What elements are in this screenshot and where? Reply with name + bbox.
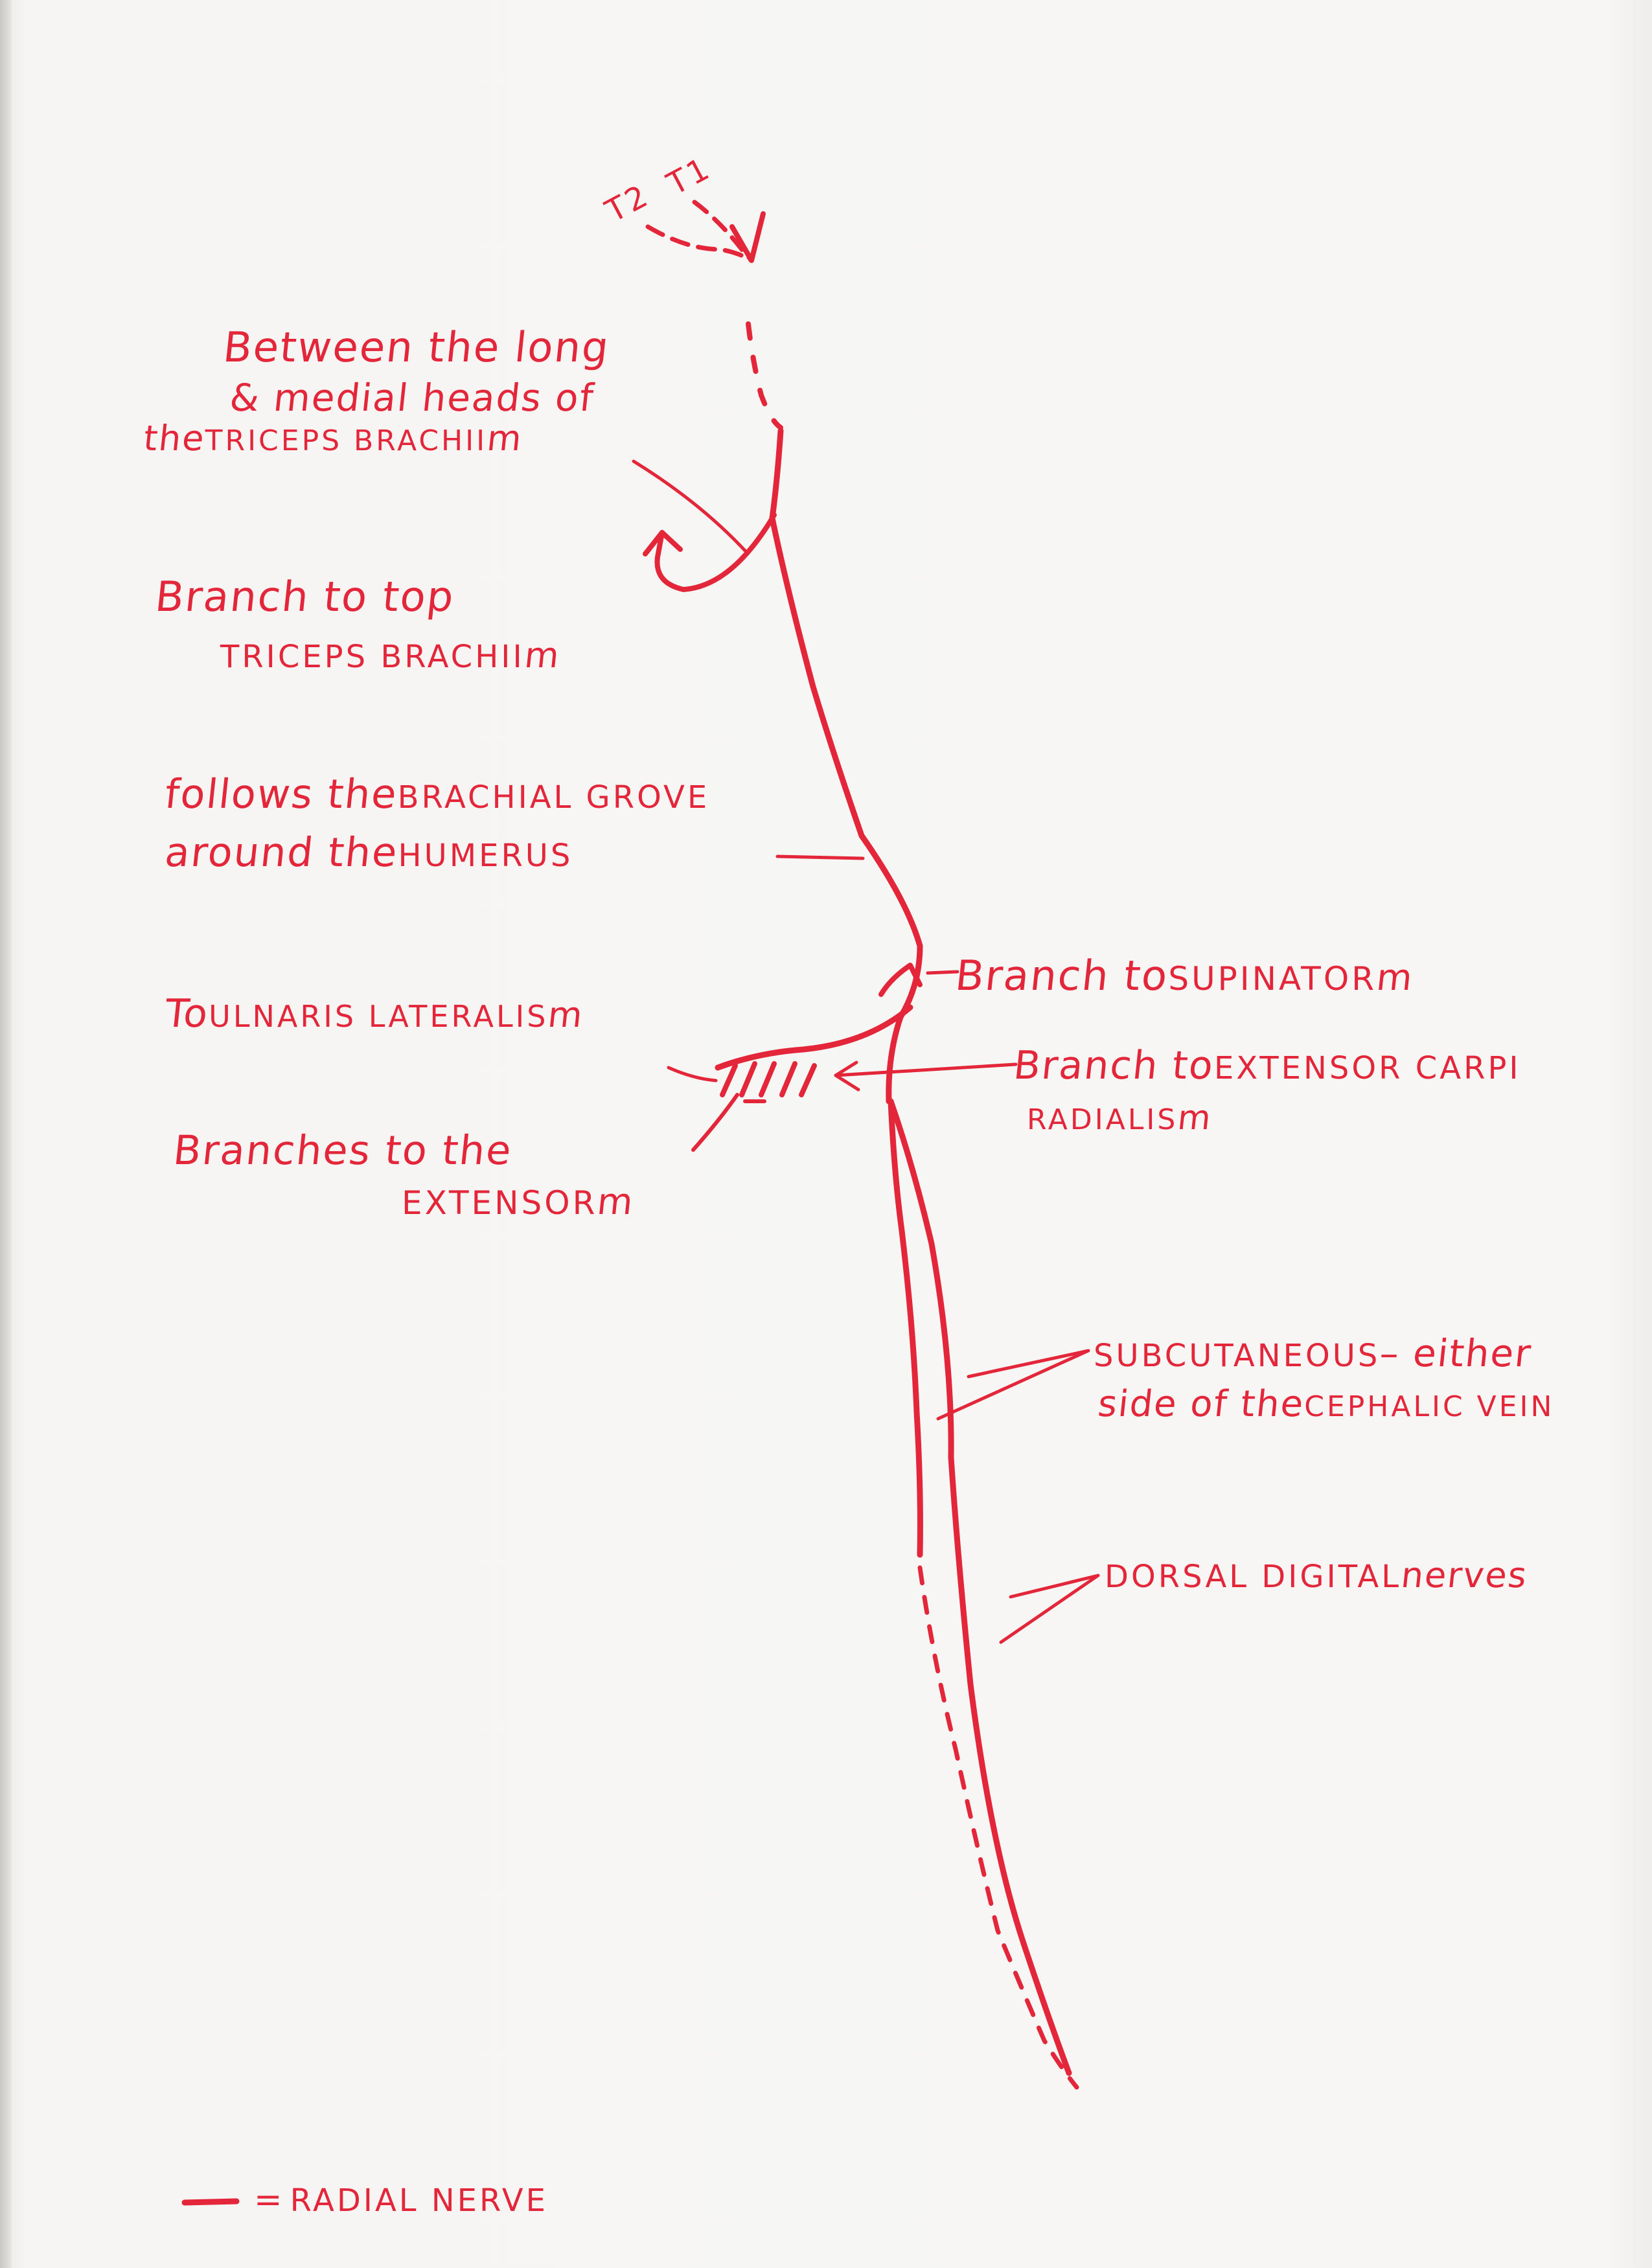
label-supinator: Branch to SUPINATOR m — [953, 952, 1416, 1000]
label-caps: EXTENSOR CARPI — [1213, 1050, 1521, 1086]
root-t2-dashed — [645, 224, 754, 263]
label-text: the — [141, 418, 207, 459]
label-suffix: m — [595, 1181, 637, 1223]
main-nerve-upper-dashed — [746, 321, 783, 430]
label-caps: SUBCUTANEOUS — [1094, 1338, 1381, 1374]
label-caps: SUPINATOR — [1168, 960, 1377, 998]
forearm-nerve-left — [888, 1098, 923, 1558]
label-extensor-carpi-line1: Branch to EXTENSOR CARPI — [1011, 1043, 1521, 1088]
label-caps: RADIALIS — [1027, 1103, 1178, 1136]
label-text: Branch to — [1011, 1043, 1217, 1088]
label-ulnaris: To ULNARIS LATERALIS m — [163, 991, 586, 1037]
label-caps: ULNARIS LATERALIS — [209, 999, 549, 1034]
label-branch-triceps-line2: TRICEPS BRACHII m — [220, 635, 562, 676]
label-text: follows the — [163, 770, 400, 818]
label-dorsal-digital: DORSAL DIGITAL nerves — [1105, 1555, 1530, 1596]
branch-triceps-curl — [654, 512, 777, 592]
branch-ulnaris — [715, 1004, 913, 1071]
label-text: Branch to — [953, 952, 1171, 1000]
label-caps: TRICEPS BRACHII — [220, 639, 525, 675]
leader-dorsal-digital — [999, 1574, 1100, 1644]
paper-edge-shadow — [0, 0, 12, 2268]
main-nerve-trunk — [769, 428, 923, 1105]
digital-nerve-dashed — [917, 1565, 1079, 2090]
leader-extensor-carpi — [834, 1062, 1018, 1077]
label-subcutaneous-line1: SUBCUTANEOUS – either — [1094, 1331, 1535, 1375]
legend-text: RADIAL NERVE — [290, 2182, 548, 2219]
label-triceps-heads-line2: & medial heads of — [227, 376, 597, 420]
leader-triceps-heads — [632, 459, 747, 553]
label-triceps-heads-line3: the TRICEPS BRACHII m — [141, 418, 525, 459]
muscle-hatching — [720, 1061, 817, 1097]
label-caps: EXTENSOR — [402, 1184, 598, 1222]
label-extensor-line1: Branches to the — [171, 1127, 515, 1174]
label-suffix: – either — [1377, 1331, 1535, 1375]
root-arrowhead — [729, 211, 766, 263]
label-caps: CEPHALIC VEIN — [1304, 1390, 1555, 1423]
root-t1-dashed — [692, 200, 754, 263]
label-brachial-groove-line2: around the HUMERUS — [163, 829, 573, 876]
leader-extensor-carpi-arrow — [834, 1060, 860, 1092]
branch-extensor-lines — [691, 1093, 766, 1152]
legend-equals: = — [254, 2181, 285, 2219]
label-branch-triceps-line1: Branch to top — [153, 573, 457, 621]
label-caps: TRICEPS BRACHII — [205, 424, 488, 457]
leader-supinator — [926, 970, 959, 975]
branch-triceps-arrowhead — [643, 530, 683, 556]
label-suffix: m — [546, 994, 586, 1035]
label-subcutaneous-line2: side of the CEPHALIC VEIN — [1096, 1383, 1555, 1425]
label-suffix: m — [522, 635, 562, 676]
label-extensor-line2: EXTENSOR m — [402, 1181, 637, 1223]
label-caps: DORSAL DIGITAL — [1105, 1559, 1401, 1595]
label-text: side of the — [1096, 1383, 1307, 1425]
leader-ulnaris — [667, 1066, 718, 1082]
leader-lines — [632, 459, 1100, 1644]
label-brachial-groove-line1: follows the BRACHIAL GROVE — [163, 770, 710, 818]
legend: =RADIAL NERVE — [254, 2183, 548, 2217]
forearm-nerve-right — [888, 1098, 1072, 2076]
label-text: To — [163, 991, 211, 1037]
branch-supinator — [878, 963, 923, 997]
label-extensor-carpi-line2: RADIALIS m — [1027, 1099, 1215, 1138]
label-suffix: m — [485, 418, 525, 459]
label-suffix: m — [1374, 957, 1416, 999]
label-triceps-heads-line1: Between the long — [221, 324, 612, 372]
legend-swatch-line — [181, 2198, 240, 2206]
label-text: around the — [163, 829, 401, 876]
leader-subcutaneous — [936, 1349, 1090, 1421]
label-suffix: nerves — [1399, 1555, 1530, 1596]
label-caps: HUMERUS — [398, 838, 573, 874]
spinal-roots — [645, 200, 766, 263]
label-suffix: m — [1176, 1099, 1215, 1138]
leader-brachial-groove — [775, 854, 865, 860]
label-caps: BRACHIAL GROVE — [397, 779, 710, 816]
